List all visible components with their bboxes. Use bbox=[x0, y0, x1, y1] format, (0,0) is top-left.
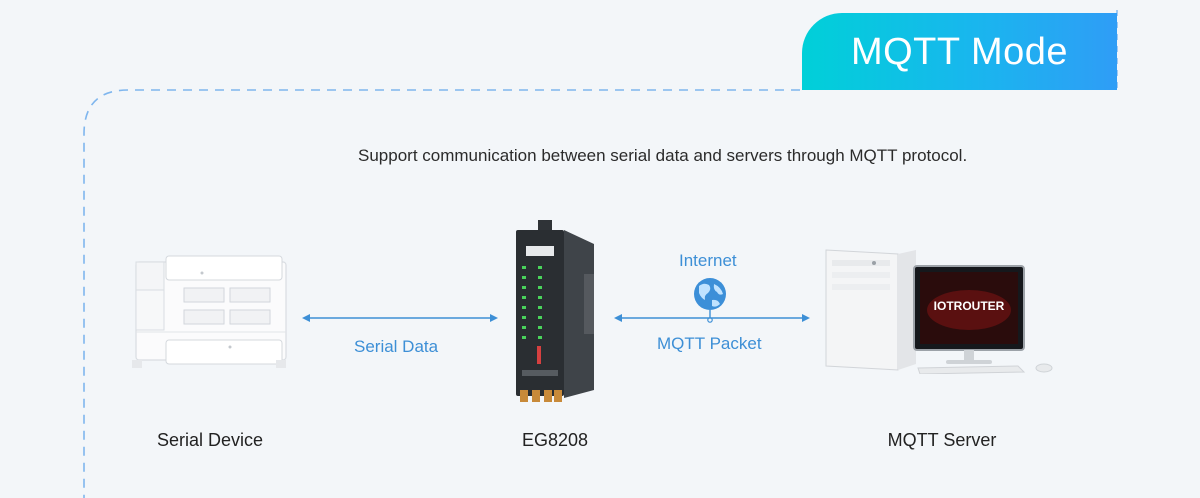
mqtt-packet-arrow bbox=[614, 314, 810, 322]
globe-icon bbox=[694, 278, 726, 323]
mode-title: MQTT Mode bbox=[850, 31, 1069, 73]
gateway-caption: EG8208 bbox=[521, 430, 589, 450]
serial-data-label: Serial Data bbox=[354, 337, 439, 356]
serial-device-image bbox=[132, 255, 287, 368]
gateway-image bbox=[516, 220, 594, 402]
mqtt-packet-label: MQTT Packet bbox=[657, 334, 762, 353]
mode-tab: MQTT Mode bbox=[802, 13, 1117, 90]
serial-data-arrow bbox=[302, 314, 498, 322]
subtitle: Support communication between serial dat… bbox=[358, 146, 968, 165]
server-image: IOTROUTER bbox=[825, 249, 1053, 374]
internet-label: Internet bbox=[679, 251, 737, 270]
serial-device-caption: Serial Device bbox=[156, 430, 264, 450]
server-logo: IOTROUTER bbox=[934, 299, 1005, 313]
server-caption: MQTT Server bbox=[887, 430, 997, 450]
